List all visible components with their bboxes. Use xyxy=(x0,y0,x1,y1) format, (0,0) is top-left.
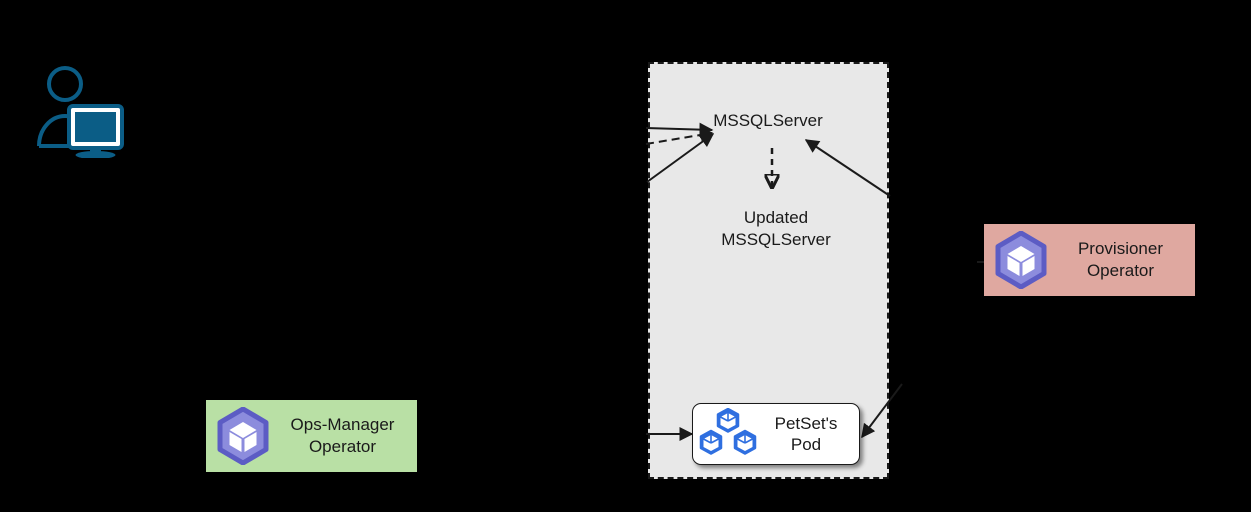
kubernetes-pod-icon xyxy=(699,408,757,455)
connector-right-solid-to-mssqlserver xyxy=(804,139,891,197)
provisioner-operator-box[interactable]: Provisioner Operator xyxy=(984,224,1195,296)
resource-label-updated-mssqlserver: Updated MSSQLServer xyxy=(721,208,831,249)
connector-right-solid-to-pod xyxy=(861,383,903,439)
resource-label-mssqlserver: MSSQLServer xyxy=(713,111,823,130)
provisioner-operator-label: Provisioner Operator xyxy=(1077,239,1164,280)
ops-manager-operator-box[interactable]: Ops-Manager Operator xyxy=(206,400,417,472)
petset-pod-label: PetSet's Pod xyxy=(774,414,838,454)
user-at-computer-icon xyxy=(32,62,128,159)
ops-manager-operator-label: Ops-Manager Operator xyxy=(290,415,395,456)
operator-hexagon-icon xyxy=(995,231,1047,289)
operator-hexagon-icon xyxy=(217,407,269,465)
connector-lower-left-solid-to-mssqlserver xyxy=(646,133,715,183)
petset-pod-card[interactable]: PetSet's Pod xyxy=(692,403,860,465)
